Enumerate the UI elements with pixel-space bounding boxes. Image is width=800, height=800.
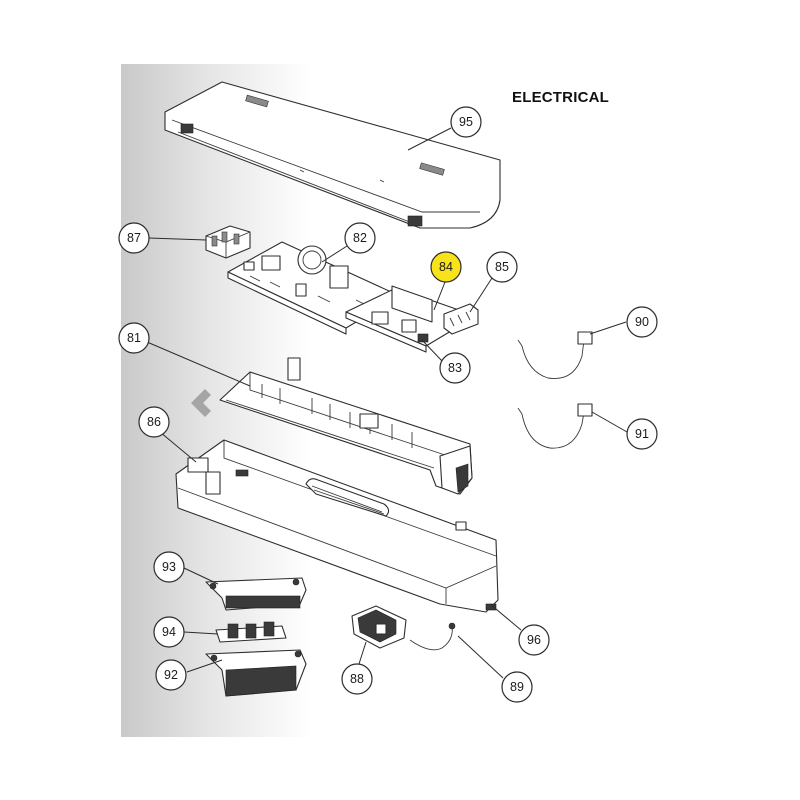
callout-87[interactable]: 87 xyxy=(118,222,150,254)
callout-91[interactable]: 91 xyxy=(626,418,658,450)
part-83-84-85-secondary-board xyxy=(345,285,479,353)
svg-text:96: 96 xyxy=(527,633,541,647)
callout-85[interactable]: 85 xyxy=(486,251,518,283)
callout-82[interactable]: 82 xyxy=(344,222,376,254)
part-95-top-cover xyxy=(164,81,501,229)
part-88-door-switch xyxy=(351,605,407,649)
svg-text:83: 83 xyxy=(448,361,462,375)
part-91-sensor-cable xyxy=(517,403,593,449)
svg-text:88: 88 xyxy=(350,672,364,686)
callout-96[interactable]: 96 xyxy=(518,624,550,656)
svg-text:81: 81 xyxy=(127,331,141,345)
svg-text:89: 89 xyxy=(510,680,524,694)
part-93-bracket xyxy=(205,577,307,611)
svg-text:92: 92 xyxy=(164,668,178,682)
callout-93[interactable]: 93 xyxy=(153,551,185,583)
callout-95[interactable]: 95 xyxy=(450,106,482,138)
svg-text:93: 93 xyxy=(162,560,176,574)
svg-text:86: 86 xyxy=(147,415,161,429)
leader-lines xyxy=(146,127,628,679)
callout-89[interactable]: 89 xyxy=(501,671,533,703)
callout-90[interactable]: 90 xyxy=(626,306,658,338)
part-90-sensor-cable xyxy=(517,331,593,379)
callout-83[interactable]: 83 xyxy=(439,352,471,384)
svg-text:84: 84 xyxy=(439,260,453,274)
part-96-bottom-tray xyxy=(175,439,499,613)
callout-84-highlighted[interactable]: 84 xyxy=(430,251,462,283)
svg-text:90: 90 xyxy=(635,315,649,329)
part-81-board-housing xyxy=(219,357,473,495)
part-89-wire-lead xyxy=(409,622,456,651)
svg-text:85: 85 xyxy=(495,260,509,274)
chevron-left-icon[interactable] xyxy=(183,385,219,421)
callout-88[interactable]: 88 xyxy=(341,663,373,695)
callout-94[interactable]: 94 xyxy=(153,616,185,648)
svg-text:87: 87 xyxy=(127,231,141,245)
part-87-terminal-block xyxy=(205,225,251,259)
svg-text:94: 94 xyxy=(162,625,176,639)
svg-text:95: 95 xyxy=(459,115,473,129)
callout-92[interactable]: 92 xyxy=(155,659,187,691)
part-94-switch-strip xyxy=(215,621,287,643)
diagram-title: ELECTRICAL xyxy=(512,89,609,106)
svg-text:91: 91 xyxy=(635,427,649,441)
part-92-control-module xyxy=(205,649,307,697)
callout-81[interactable]: 81 xyxy=(118,322,150,354)
callout-86[interactable]: 86 xyxy=(138,406,170,438)
svg-text:82: 82 xyxy=(353,231,367,245)
